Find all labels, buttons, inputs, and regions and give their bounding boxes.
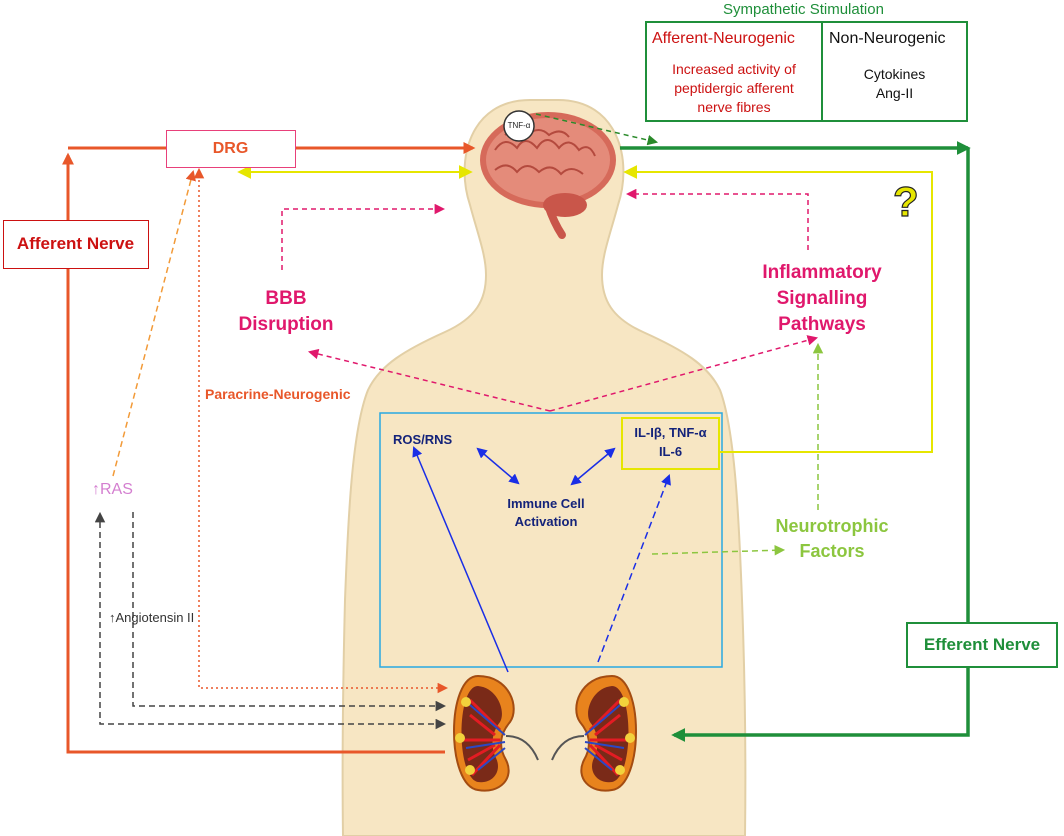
afferent-nerve-box: Afferent Nerve [3,220,149,269]
sympathetic-box: Afferent-Neurogenic Increased activity o… [645,21,968,122]
efferent-nerve-box: Efferent Nerve [906,622,1058,668]
kidney-to-ros-arrow [412,446,509,673]
neurotrophic-line-1: Neurotrophic [775,516,889,536]
efferent-descending-path [671,148,970,742]
cytokine-subbox-frame [621,417,720,470]
immune-activation-line-2: Activation [514,514,578,529]
non-neurogenic-title: Non-Neurogenic [829,30,946,47]
afferent-neurogenic-title: Afferent-Neurogenic [652,30,795,47]
sympathetic-title: Sympathetic Stimulation [723,1,884,18]
paracrine-neurogenic-label: Paracrine-Neurogenic [205,386,351,402]
ros-rns-label: ROS/RNS [393,432,453,447]
bbb-to-brain-arrow [281,203,446,270]
sympathetic-divider [821,23,823,120]
ras-label: ↑RAS [92,481,133,499]
inflammatory-label-line-1: Inflammatory [762,262,882,283]
drg-box: DRG [166,130,296,168]
cytokines-label: Cytokines [863,66,926,82]
cytokine-feedback-yellow-path [623,165,933,453]
bbb-label-line-1: BBB [265,288,307,309]
bbb-label-line-2: Disruption [238,314,334,335]
inflammatory-label-line-2: Signalling [776,288,868,309]
angiotensin-up-arrow-icon: ↑ [109,610,116,625]
ros-immune-double-arrow [476,447,520,485]
ras-up-arrow-icon: ↑ [92,481,100,498]
immune-to-neurotrophic-arrow [651,545,786,556]
afferent-description-line-2: peptidergic afferent [674,80,794,96]
kidney-right [551,674,637,792]
neurotrophic-line-2: Factors [799,541,865,561]
kidney-to-ras-lower-path [94,511,447,730]
question-mark: ? [892,177,919,225]
afferent-nerve-path [62,152,445,754]
ras-to-drg-arrow [112,169,196,477]
immune-cytokine-double-arrow [570,447,616,486]
ang-ii-label: Ang-II [875,85,914,101]
immune-activation-line-1: Immune Cell [507,496,585,511]
afferent-description-line-3: nerve fibres [697,99,771,115]
kidney-to-cytokine-arrow [597,474,671,663]
inflammatory-to-brain-arrow [625,188,809,250]
tnf-marker-circle [503,110,535,142]
brain-tnf-label: TNF-α [507,121,531,130]
inflammatory-label-line-3: Pathways [778,314,866,335]
drg-label: DRG [212,140,249,157]
angiotensin-text: Angiotensin II [115,610,195,625]
kidney-left [453,674,539,792]
afferent-description-line-1: Increased activity of [672,61,796,77]
immune-to-inflammatory-arrow [549,335,819,412]
afferent-nerve-label: Afferent Nerve [16,234,135,253]
brain-to-sympathetic-arrow [535,113,659,146]
cytokine-line-2: IL-6 [658,444,683,459]
angiotensin-label: ↑Angiotensin II [109,610,194,625]
efferent-nerve-label: Efferent Nerve [923,635,1041,654]
ras-text: RAS [100,481,133,498]
cytokine-line-1: IL-Iβ, TNF-α [634,425,707,440]
